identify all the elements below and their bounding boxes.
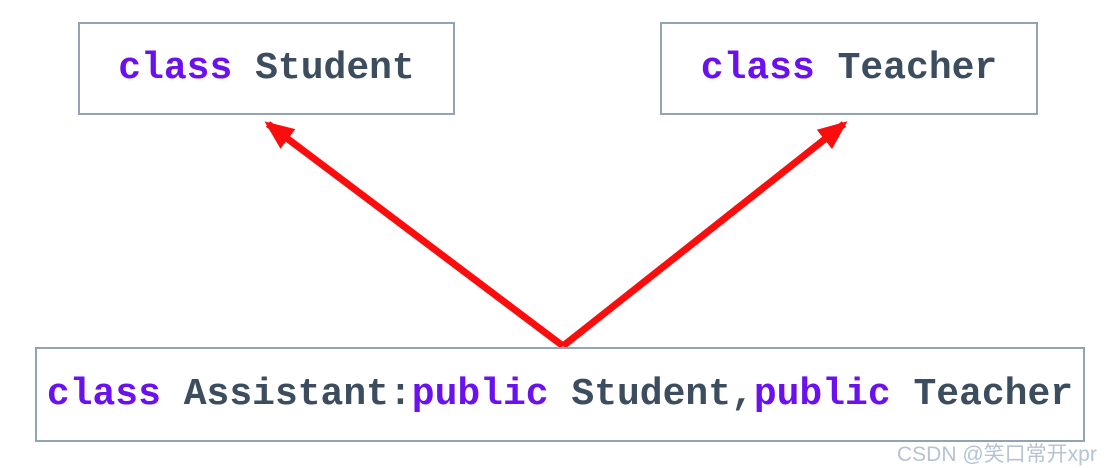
class-name-assistant: Assistant:: [160, 372, 412, 416]
keyword-public: public: [753, 372, 891, 416]
base-name-student: Student,: [548, 372, 754, 416]
csdn-watermark: CSDN @笑口常开xpr: [897, 443, 1097, 466]
arrow-assistant-to-teacher: [560, 121, 848, 349]
keyword-class: class: [118, 46, 233, 90]
keyword-class: class: [46, 372, 161, 416]
code-line-teacher: class Teacher: [700, 46, 998, 90]
arrow-assistant-to-student: [264, 121, 566, 349]
code-line-assistant: class Assistant:public Student,public Te…: [46, 372, 1074, 416]
code-line-student: class Student: [118, 46, 415, 90]
class-name-student: Student: [232, 46, 415, 90]
base-name-teacher: Teacher: [890, 372, 1074, 416]
class-box-student: class Student: [78, 22, 455, 115]
class-box-assistant: class Assistant:public Student,public Te…: [35, 347, 1085, 442]
class-box-teacher: class Teacher: [660, 22, 1038, 115]
keyword-class: class: [700, 46, 815, 90]
keyword-public: public: [411, 372, 549, 416]
class-name-teacher: Teacher: [814, 46, 998, 90]
